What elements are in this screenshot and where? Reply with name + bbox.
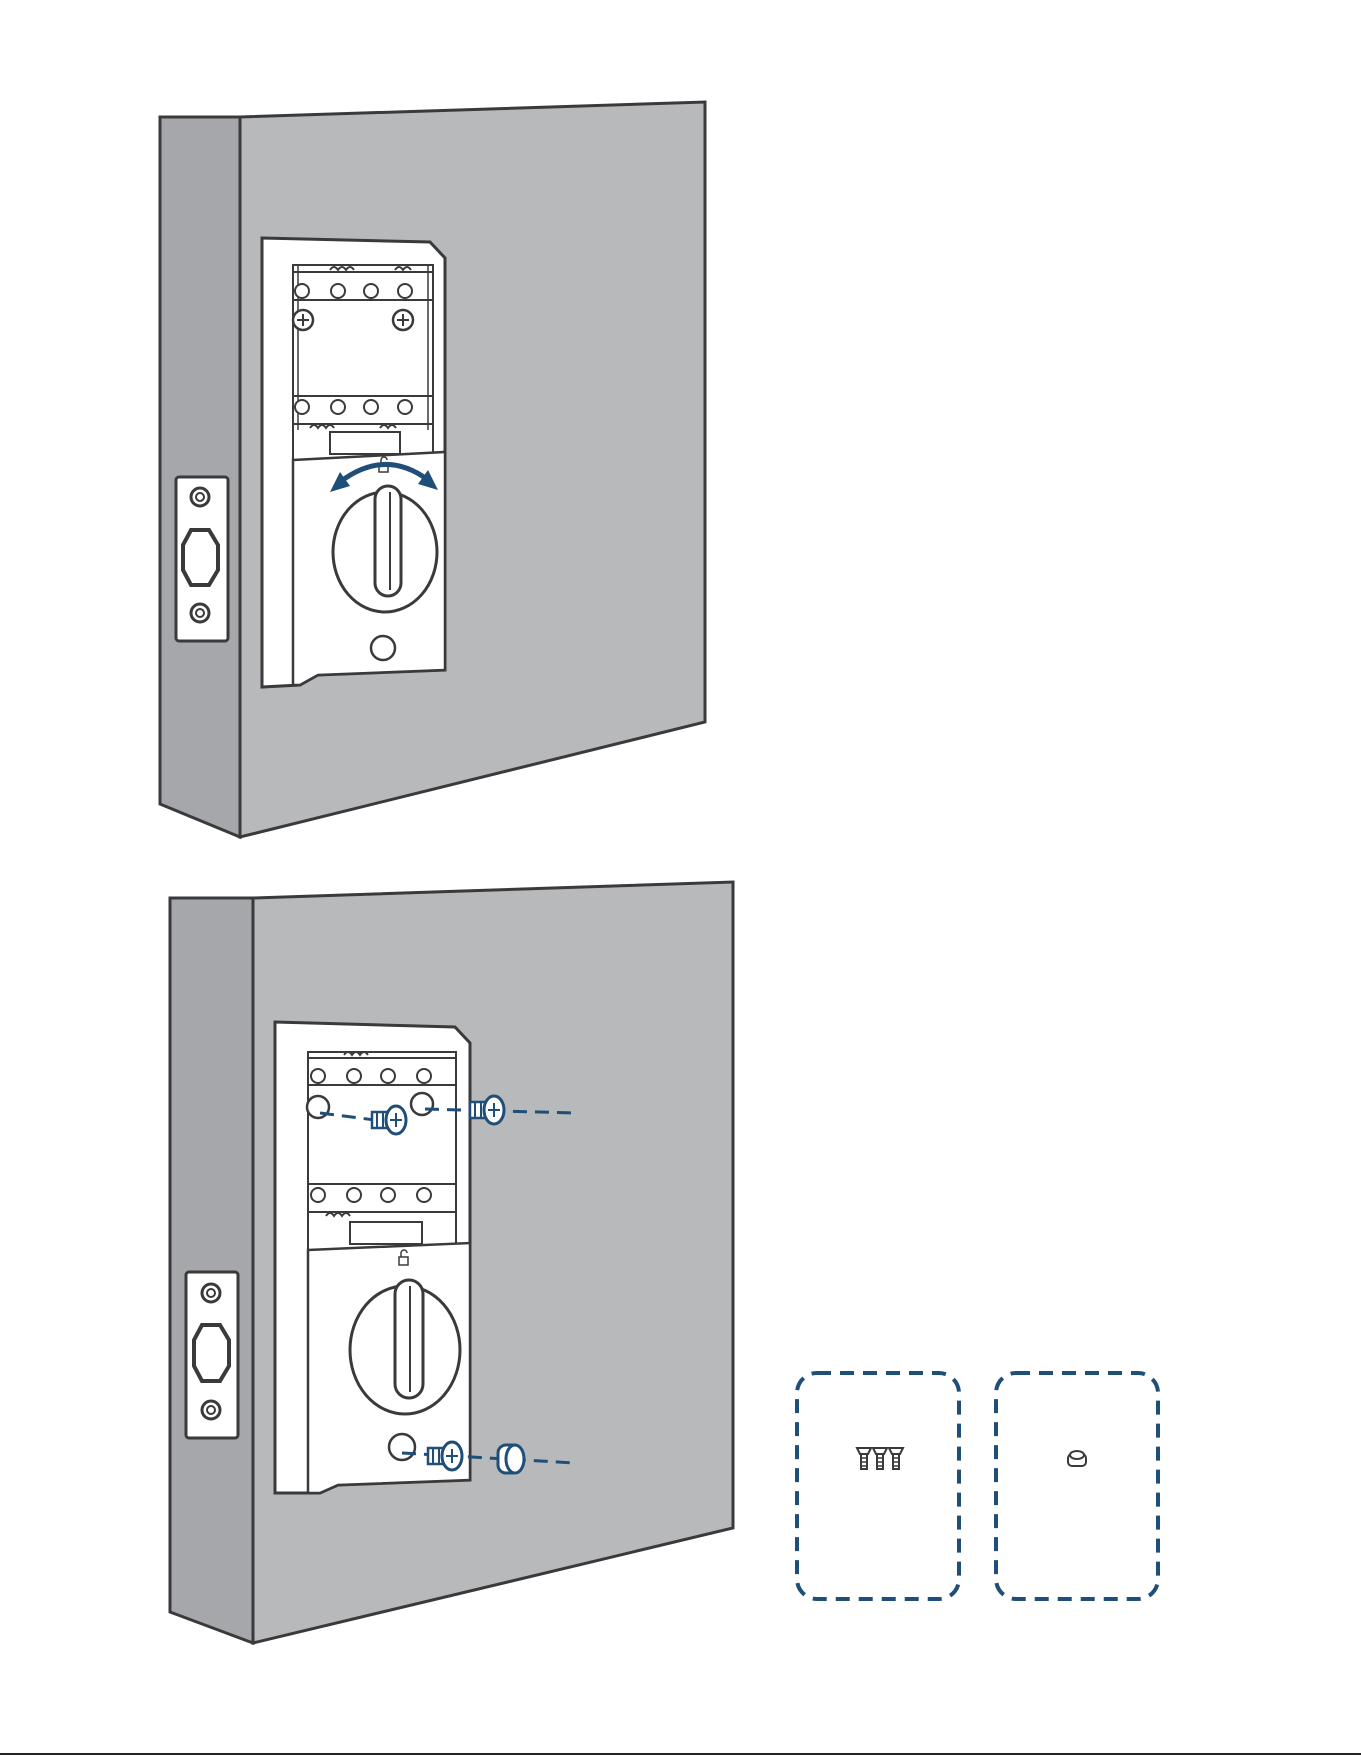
- latch-plate: [176, 477, 228, 641]
- figure-2: [170, 882, 733, 1643]
- screw-hole-bottom: [389, 1434, 415, 1460]
- machine-screw-icon: [857, 1448, 903, 1469]
- lock-body: [275, 1022, 470, 1493]
- parts-box-cap: [996, 1373, 1158, 1599]
- footer-rule: [0, 1753, 1361, 1755]
- reset-button: [371, 636, 395, 660]
- figure-1: [160, 102, 705, 837]
- screw-hole-right: [411, 1093, 433, 1115]
- parts-box-screws: [797, 1373, 959, 1599]
- latch-plate: [186, 1272, 238, 1438]
- screw-cap-icon: [1068, 1451, 1086, 1466]
- screw-cap-icon: [498, 1445, 524, 1473]
- thumbturn-handle: [375, 486, 401, 596]
- lock-body: [262, 238, 445, 687]
